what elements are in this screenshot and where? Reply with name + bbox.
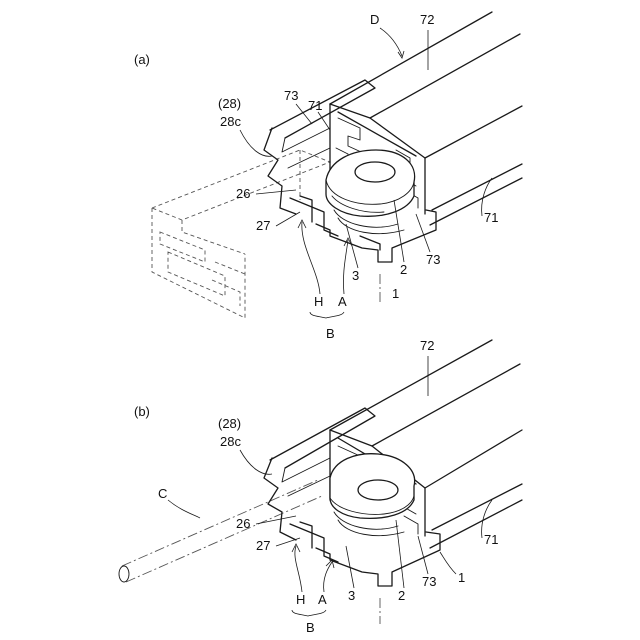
label-28-b: (28) [218, 416, 241, 431]
label-3-b: 3 [348, 588, 355, 603]
panel-b-drawing [119, 340, 522, 586]
label-B-b: B [306, 620, 315, 635]
label-A-a: A [338, 294, 347, 309]
label-1-a: 1 [392, 286, 399, 301]
label-26-b: 26 [236, 516, 250, 531]
label-73-top-a: 73 [284, 88, 298, 103]
label-27-a: 27 [256, 218, 270, 233]
panel-a-labels: (a) D 72 71 73 (28) 28c 26 27 71 2 73 3 … [134, 12, 498, 341]
label-2-b: 2 [398, 588, 405, 603]
label-1-b: 1 [458, 570, 465, 585]
label-B-a: B [326, 326, 335, 341]
label-28c-a: 28c [220, 114, 241, 129]
label-71-side-b: 71 [484, 532, 498, 547]
label-H-a: H [314, 294, 323, 309]
panel-a-drawing [152, 12, 522, 318]
label-27-b: 27 [256, 538, 270, 553]
label-72-a: 72 [420, 12, 434, 27]
panel-a-tag: (a) [134, 52, 150, 67]
panel-b-tag: (b) [134, 404, 150, 419]
panel-b-labels: (b) 72 (28) 28c C 26 27 71 1 3 2 73 H A … [134, 338, 498, 635]
label-H-b: H [296, 592, 305, 607]
label-A-b: A [318, 592, 327, 607]
label-26-a: 26 [236, 186, 250, 201]
label-C-b: C [158, 486, 167, 501]
label-3-a: 3 [352, 268, 359, 283]
label-71-top-a: 71 [308, 98, 322, 113]
label-73-bot-a: 73 [426, 252, 440, 267]
label-2-a: 2 [400, 262, 407, 277]
label-28c-b: 28c [220, 434, 241, 449]
label-72-b: 72 [420, 338, 434, 353]
label-D-a: D [370, 12, 379, 27]
label-28-a: (28) [218, 96, 241, 111]
label-71-side-a: 71 [484, 210, 498, 225]
label-73-b: 73 [422, 574, 436, 589]
